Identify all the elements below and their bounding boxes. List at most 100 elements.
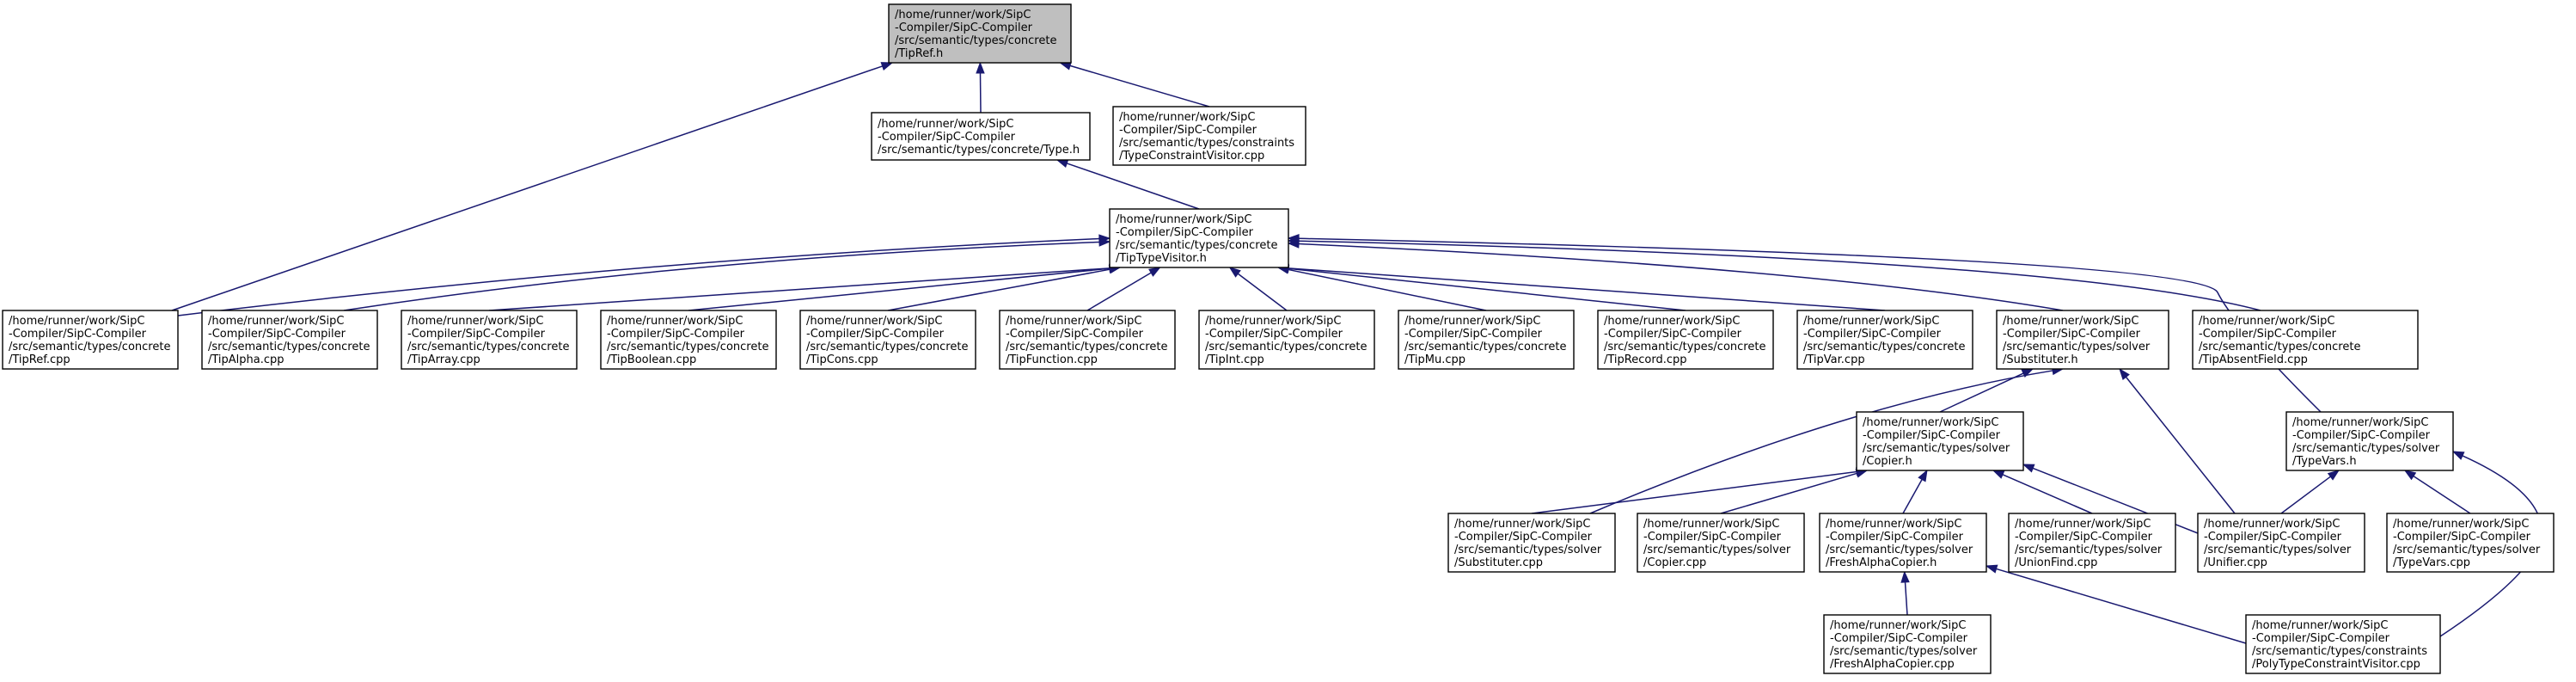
node-label-line: /TipArray.cpp <box>407 353 480 366</box>
file-node-freshalphacopier-h[interactable]: /home/runner/work/SipC-Compiler/SipC-Com… <box>1819 513 1987 573</box>
node-label-line: -Compiler/SipC-Compiler <box>1826 531 1964 544</box>
dependency-edge <box>1902 469 1928 514</box>
node-label-line: /TipInt.cpp <box>1205 353 1264 366</box>
dependency-edge <box>2119 367 2236 514</box>
node-label-line: /home/runner/work/SipC <box>1604 315 1740 328</box>
node-label-line: /home/runner/work/SipC <box>878 118 1013 131</box>
node-label-line: /FreshAlphaCopier.h <box>1826 556 1937 569</box>
node-label-line: /home/runner/work/SipC <box>2199 315 2334 328</box>
node-label-line: /UnionFind.cpp <box>2015 556 2097 569</box>
node-box <box>2285 411 2454 471</box>
node-box <box>2197 513 2365 573</box>
node-label-line: /src/semantic/types/concrete <box>607 341 768 353</box>
file-node-tipalpha-cpp[interactable]: /home/runner/work/SipC-Compiler/SipC-Com… <box>201 310 378 370</box>
dependency-edge <box>171 62 894 311</box>
edge-line <box>1720 472 1857 514</box>
node-label-line: /src/semantic/types/concrete <box>208 341 370 353</box>
node-label-line: -Compiler/SipC-Compiler <box>2393 531 2531 544</box>
node-label-line: /src/semantic/types/concrete <box>1205 341 1367 353</box>
node-label-line: /src/semantic/types/concrete <box>1116 239 1277 252</box>
edge-line <box>2280 476 2331 514</box>
node-label-line: /src/semantic/types/solver <box>1830 645 1978 658</box>
file-node-tipint-cpp[interactable]: /home/runner/work/SipC-Compiler/SipC-Com… <box>1198 310 1375 370</box>
dependency-edge <box>1720 469 1869 514</box>
file-node-tipabsentfield-cpp[interactable]: /home/runner/work/SipC-Compiler/SipC-Com… <box>2192 310 2419 370</box>
dependency-edge <box>2403 470 2471 514</box>
arrowhead <box>1287 234 1300 243</box>
node-box <box>2008 513 2176 573</box>
node-label-line: -Compiler/SipC-Compiler <box>407 328 546 341</box>
node-label-line: /home/runner/work/SipC <box>1006 315 1141 328</box>
dependency-edge <box>1059 61 1210 108</box>
file-node-substituter-cpp[interactable]: /home/runner/work/SipC-Compiler/SipC-Com… <box>1447 513 1616 573</box>
file-node-freshalphacopier-cpp[interactable]: /home/runner/work/SipC-Compiler/SipC-Com… <box>1823 614 1992 674</box>
file-node-polytypeconstraintvisitor-cpp[interactable]: /home/runner/work/SipC-Compiler/SipC-Com… <box>2245 614 2441 674</box>
edges-layer <box>171 61 2542 644</box>
node-label-line: -Compiler/SipC-Compiler <box>1863 429 2001 442</box>
node-label-line: /TipBoolean.cpp <box>607 353 696 366</box>
edge-line <box>1589 370 2053 514</box>
file-node-typevars-h[interactable]: /home/runner/work/SipC-Compiler/SipC-Com… <box>2285 411 2454 471</box>
file-node-tipref-cpp[interactable]: /home/runner/work/SipC-Compiler/SipC-Com… <box>2 310 179 370</box>
node-label-line: -Compiler/SipC-Compiler <box>2003 328 2141 341</box>
file-node-typevars-cpp[interactable]: /home/runner/work/SipC-Compiler/SipC-Com… <box>2386 513 2555 573</box>
file-node-copier-cpp[interactable]: /home/runner/work/SipC-Compiler/SipC-Com… <box>1637 513 1805 573</box>
file-node-typeconstraintvisitor-cpp[interactable]: /home/runner/work/SipC-Compiler/SipC-Com… <box>1112 106 1306 166</box>
edge-line <box>2125 376 2236 514</box>
node-label-line: /TipMu.cpp <box>1404 353 1465 366</box>
file-node-substituter-h[interactable]: /home/runner/work/SipC-Compiler/SipC-Com… <box>1996 310 2169 370</box>
edge-line <box>1066 163 1200 210</box>
file-node-tipboolean-cpp[interactable]: /home/runner/work/SipC-Compiler/SipC-Com… <box>600 310 777 370</box>
node-label-line: /home/runner/work/SipC <box>1454 518 1590 531</box>
node-box <box>1398 310 1575 370</box>
node-label-line: /home/runner/work/SipC <box>208 315 344 328</box>
node-label-line: /home/runner/work/SipC <box>1205 315 1341 328</box>
dependency-edge <box>976 61 985 114</box>
arrowhead <box>1918 469 1928 482</box>
file-node-tiparray-cpp[interactable]: /home/runner/work/SipC-Compiler/SipC-Com… <box>401 310 578 370</box>
edge-line <box>1996 568 2247 644</box>
file-node-tiprecord-cpp[interactable]: /home/runner/work/SipC-Compiler/SipC-Com… <box>1597 310 1774 370</box>
node-label-line: /Copier.cpp <box>1643 556 1706 569</box>
node-label-line: /home/runner/work/SipC <box>2252 619 2388 632</box>
node-label-line: /home/runner/work/SipC <box>407 315 543 328</box>
node-label-line: /home/runner/work/SipC <box>895 9 1031 22</box>
dependency-edge <box>343 237 1111 311</box>
file-node-unionfind-cpp[interactable]: /home/runner/work/SipC-Compiler/SipC-Com… <box>2008 513 2176 573</box>
node-label-line: /src/semantic/types/concrete <box>1803 341 1965 353</box>
file-node-tipmu-cpp[interactable]: /home/runner/work/SipC-Compiler/SipC-Com… <box>1398 310 1575 370</box>
file-node-type-h[interactable]: /home/runner/work/SipC-Compiler/SipC-Com… <box>871 112 1091 161</box>
arrowhead <box>1992 470 2005 479</box>
node-label-line: /TipAlpha.cpp <box>208 353 285 366</box>
node-box <box>1819 513 1987 573</box>
node-label-line: /home/runner/work/SipC <box>1119 111 1255 124</box>
node-box <box>871 112 1091 161</box>
node-box <box>1996 310 2169 370</box>
dependency-edge <box>1531 467 1869 514</box>
edge-line <box>887 268 1111 311</box>
file-node-tipfunction-cpp[interactable]: /home/runner/work/SipC-Compiler/SipC-Com… <box>999 310 1176 370</box>
file-node-tipref-h[interactable]: /home/runner/work/SipC-Compiler/SipC-Com… <box>888 3 1072 64</box>
node-label-line: /home/runner/work/SipC <box>2393 518 2529 531</box>
node-box <box>401 310 578 370</box>
node-box <box>201 310 378 370</box>
node-box <box>1796 310 1973 370</box>
node-label-line: /FreshAlphaCopier.cpp <box>1830 658 1955 671</box>
file-node-tipvar-cpp[interactable]: /home/runner/work/SipC-Compiler/SipC-Com… <box>1796 310 1973 370</box>
node-label-line: /TypeVars.h <box>2292 455 2357 468</box>
node-label-line: /src/semantic/types/concrete <box>407 341 569 353</box>
node-label-line: /PolyTypeConstraintVisitor.cpp <box>2252 658 2420 671</box>
node-label-line: /home/runner/work/SipC <box>1863 416 1998 429</box>
file-node-unifier-cpp[interactable]: /home/runner/work/SipC-Compiler/SipC-Com… <box>2197 513 2365 573</box>
file-node-copier-h[interactable]: /home/runner/work/SipC-Compiler/SipC-Com… <box>1856 411 2024 471</box>
dependency-edge <box>177 234 1111 316</box>
node-label-line: -Compiler/SipC-Compiler <box>1803 328 1942 341</box>
file-node-tipcons-cpp[interactable]: /home/runner/work/SipC-Compiler/SipC-Com… <box>799 310 976 370</box>
node-label-line: /home/runner/work/SipC <box>2015 518 2151 531</box>
node-box <box>600 310 777 370</box>
file-node-tiptypevisitor-h[interactable]: /home/runner/work/SipC-Compiler/SipC-Com… <box>1109 208 1289 268</box>
node-label-line: /src/semantic/types/concrete <box>1006 341 1167 353</box>
edge-line <box>177 237 1100 316</box>
node-label-line: /Unifier.cpp <box>2204 556 2267 569</box>
node-label-line: -Compiler/SipC-Compiler <box>2252 632 2390 645</box>
